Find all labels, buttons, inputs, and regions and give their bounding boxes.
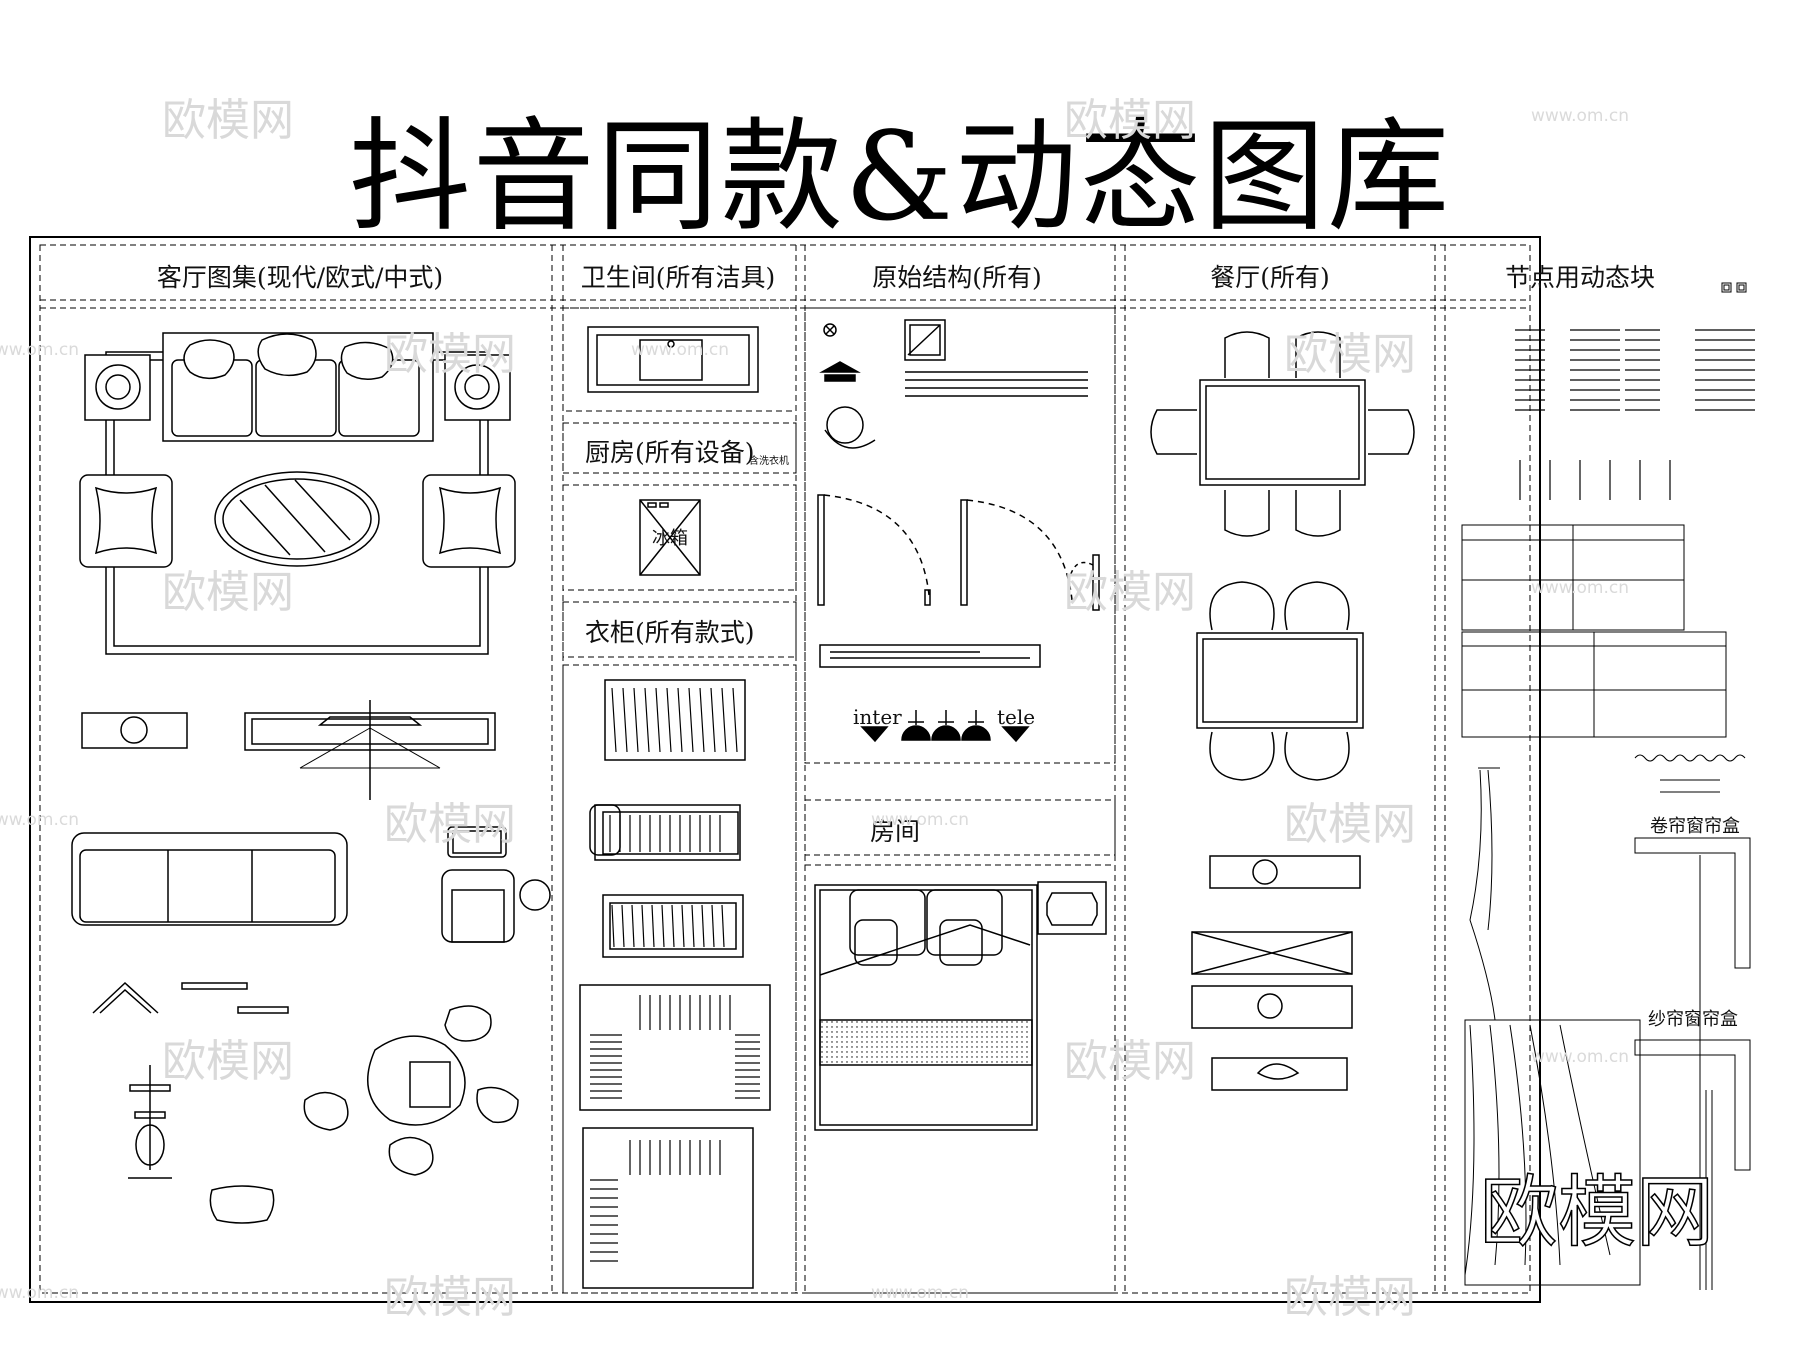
- nodes-legend-rows: [1515, 329, 1755, 500]
- hanger-stroke: [677, 687, 683, 753]
- nodes-drawings: [1461, 524, 1751, 1290]
- watermark-logo: 欧模网: [162, 567, 294, 618]
- hanger-stroke: [688, 687, 694, 753]
- wardrobe-hangers: [590, 687, 760, 1262]
- hanger-stroke: [611, 904, 615, 948]
- hanger-stroke: [661, 904, 665, 948]
- hanger-stroke: [701, 904, 705, 948]
- hanger-stroke: [651, 904, 655, 948]
- section-header-dining: 餐厅(所有): [1210, 263, 1330, 292]
- section-header-nodes: 节点用动态块: [1504, 263, 1656, 292]
- watermark-url: www.om.cn: [1530, 578, 1630, 598]
- watermark-logo: 欧模网: [384, 1272, 516, 1323]
- watermark-logo-large: 欧模网: [1479, 1167, 1715, 1259]
- hanger-stroke: [633, 687, 639, 753]
- hanger-stroke: [721, 687, 727, 753]
- hanger-stroke: [681, 904, 685, 948]
- roller-curtain-box-label: 卷帘窗帘盒: [1650, 816, 1740, 837]
- hanger-stroke: [666, 687, 672, 753]
- dining-drawings: [1150, 331, 1415, 1091]
- fridge-label: 冰箱: [652, 528, 688, 549]
- watermark-logo: 欧模网: [162, 1036, 294, 1087]
- section-header-bathroom: 卫生间(所有洁具): [580, 263, 776, 292]
- hanger-stroke: [622, 687, 628, 753]
- sub-header-wardrobe: 衣柜(所有款式): [585, 618, 755, 647]
- watermark-logo: 欧模网: [1284, 799, 1416, 850]
- hanger-stroke: [641, 904, 645, 948]
- watermark-logo: 欧模网: [1064, 95, 1196, 146]
- watermark-url: www.om.cn: [870, 810, 970, 830]
- page-title: 抖音同款&动态图库: [348, 106, 1452, 248]
- living-room-drawings: [71, 332, 551, 1224]
- watermark-url: www.om.cn: [0, 1283, 80, 1303]
- hanger-stroke: [710, 687, 716, 753]
- sheet-frame: [29, 236, 1747, 1303]
- hanger-stroke: [621, 904, 625, 948]
- hanger-stroke: [631, 904, 635, 948]
- sub-header-room: 房间: [870, 817, 921, 846]
- watermark-logo: 欧模网: [384, 799, 516, 850]
- hanger-stroke: [711, 904, 715, 948]
- watermark-url: www.om.cn: [1530, 1047, 1630, 1067]
- watermark-url: www.om.cn: [630, 340, 730, 360]
- hanger-stroke: [721, 904, 725, 948]
- section-header-structure: 原始结构(所有): [872, 263, 1042, 292]
- watermark-logo: 欧模网: [1284, 1272, 1416, 1323]
- hanger-stroke: [611, 687, 617, 753]
- watermark-url: www.om.cn: [870, 1283, 970, 1303]
- hanger-stroke: [671, 904, 675, 948]
- hanger-stroke: [655, 687, 661, 753]
- bathroom-drawings: [579, 326, 771, 1289]
- inter-label: inter: [853, 705, 902, 729]
- watermark-logo: 欧模网: [384, 329, 516, 380]
- sub-header-kitchen: 厨房(所有设备): [585, 438, 755, 467]
- tele-label: tele: [997, 705, 1036, 729]
- watermark-logo: 欧模网: [1284, 329, 1416, 380]
- watermark-logo: 欧模网: [162, 95, 294, 146]
- hanger-stroke: [691, 904, 695, 948]
- watermark-logo: 欧模网: [1064, 1036, 1196, 1087]
- hanger-stroke: [644, 687, 650, 753]
- watermark-url: www.om.cn: [1530, 106, 1630, 126]
- kitchen-note: 含洗衣机: [749, 456, 789, 467]
- hanger-stroke: [732, 687, 738, 753]
- hanger-stroke: [699, 687, 705, 753]
- watermark-logo: 欧模网: [1064, 567, 1196, 618]
- watermark-url: www.om.cn: [0, 810, 80, 830]
- structure-drawings: [814, 319, 1107, 1131]
- watermark-url: www.om.cn: [0, 340, 80, 360]
- section-header-living-room: 客厅图集(现代/欧式/中式): [156, 263, 444, 292]
- sheer-curtain-box-label: 纱帘窗帘盒: [1648, 1009, 1738, 1030]
